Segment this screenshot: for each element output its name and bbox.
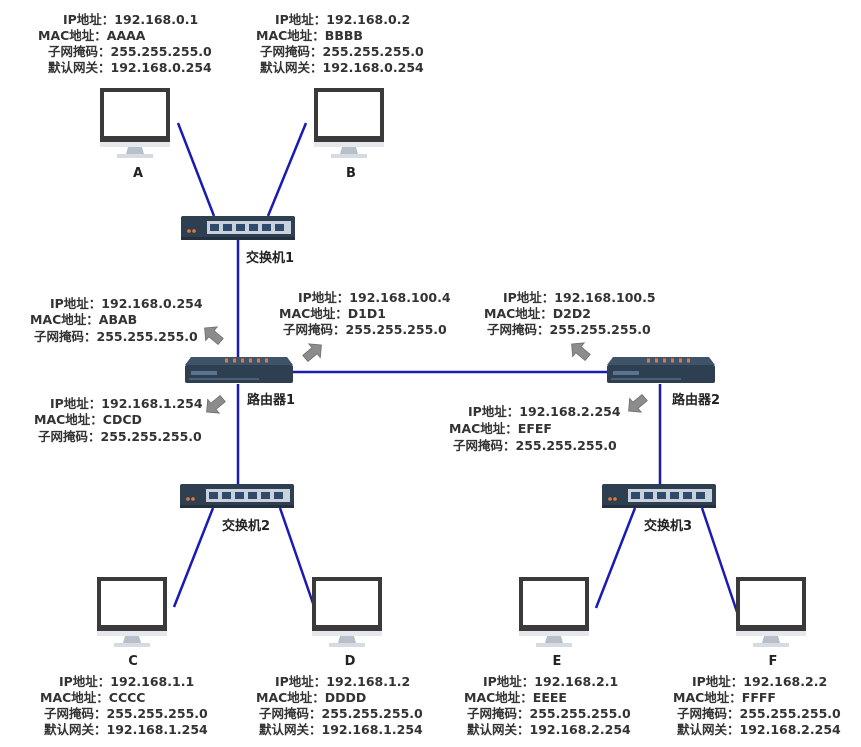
r2-left-mask: 子网掩码：255.255.255.0 (487, 322, 651, 337)
host-d-mac: MAC地址：DDDD (256, 690, 366, 705)
router-1-interface-up: IP地址：192.168.0.254 MAC地址：ABAB 子网掩码：255.2… (30, 296, 227, 349)
link-sw3-f (700, 507, 739, 613)
r1-down-mac: MAC地址：CDCD (34, 412, 142, 427)
r1-right-mask: 子网掩码：255.255.255.0 (283, 322, 447, 337)
host-e-mask: 子网掩码：255.255.255.0 (467, 706, 631, 721)
switch-2-label: 交换机2 (222, 518, 270, 534)
r1-down-ip: IP地址：192.168.1.254 (50, 396, 203, 411)
router-icon (185, 357, 293, 383)
computer-icon (519, 577, 589, 647)
r1-up-mask: 子网掩码：255.255.255.0 (34, 329, 198, 344)
switch-icon (602, 484, 716, 508)
host-c-mac: MAC地址：CCCC (40, 690, 145, 705)
host-c-label: C (128, 654, 138, 669)
router-2-interface-left: IP地址：192.168.100.5 MAC地址：D2D2 子网掩码：255.2… (484, 290, 656, 365)
host-b-label: B (346, 166, 356, 181)
r1-right-mac: MAC地址：D1D1 (279, 306, 386, 321)
host-a-mac: MAC地址：AAAA (38, 28, 146, 43)
links (172, 122, 739, 613)
host-a-mask: 子网掩码：255.255.255.0 (48, 44, 212, 59)
computer-icon (97, 577, 167, 647)
switch-icon (181, 216, 295, 240)
host-a-gateway: 默认网关：192.168.0.254 (48, 60, 212, 75)
computer-icon (312, 577, 382, 647)
host-a-ip: IP地址：192.168.0.1 (63, 12, 198, 27)
link-sw3-e (594, 507, 637, 609)
switch-icon (180, 484, 294, 508)
router-1[interactable]: 路由器1 (185, 357, 295, 408)
arrow-icon (299, 337, 328, 366)
host-b-mask: 子网掩码：255.255.255.0 (260, 44, 424, 59)
host-a[interactable]: A IP地址：192.168.0.1 MAC地址：AAAA 子网掩码：255.2… (38, 12, 212, 181)
switch-3-label: 交换机3 (644, 518, 692, 534)
host-f-ip: IP地址：192.168.2.2 (692, 674, 827, 689)
router-2-interface-down: IP地址：192.168.2.254 MAC地址：EFEF 子网掩码：255.2… (449, 390, 651, 453)
host-d-gateway: 默认网关：192.168.1.254 (259, 722, 423, 737)
r2-left-mac: MAC地址：D2D2 (484, 306, 591, 321)
host-c[interactable]: C IP地址：192.168.1.1 MAC地址：CCCC 子网掩码：255.2… (40, 577, 208, 737)
switch-1-label: 交换机1 (246, 250, 294, 266)
host-b[interactable]: B IP地址：192.168.0.2 MAC地址：BBBB 子网掩码：255.2… (256, 12, 424, 181)
host-c-gateway: 默认网关：192.168.1.254 (44, 722, 208, 737)
host-d-ip: IP地址：192.168.1.2 (275, 674, 410, 689)
host-b-gateway: 默认网关：192.168.0.254 (260, 60, 424, 75)
host-f[interactable]: F IP地址：192.168.2.2 MAC地址：FFFF 子网掩码：255.2… (673, 577, 841, 737)
host-d-label: D (345, 654, 356, 669)
arrow-icon (198, 320, 227, 349)
switch-2[interactable]: 交换机2 (180, 484, 294, 534)
router-1-label: 路由器1 (247, 392, 295, 408)
computer-icon (100, 88, 170, 158)
arrow-icon (200, 391, 229, 420)
host-e-ip: IP地址：192.168.2.1 (483, 674, 618, 689)
link-sw2-c (172, 507, 215, 608)
host-f-mask: 子网掩码：255.255.255.0 (677, 706, 841, 721)
r2-down-ip: IP地址：192.168.2.254 (468, 404, 621, 419)
router-2[interactable]: 路由器2 (607, 357, 720, 408)
host-e-gateway: 默认网关：192.168.2.254 (467, 722, 631, 737)
r1-up-ip: IP地址：192.168.0.254 (50, 296, 203, 311)
host-e-label: E (553, 654, 562, 669)
router-2-label: 路由器2 (672, 392, 720, 408)
router-1-interface-down: IP地址：192.168.1.254 MAC地址：CDCD 子网掩码：255.2… (34, 391, 229, 444)
router-1-interface-right: IP地址：192.168.100.4 MAC地址：D1D1 子网掩码：255.2… (279, 290, 451, 366)
host-c-ip: IP地址：192.168.1.1 (59, 674, 194, 689)
r1-up-mac: MAC地址：ABAB (30, 312, 137, 327)
link-a-sw1 (176, 122, 216, 217)
host-f-mac: MAC地址：FFFF (673, 690, 776, 705)
computer-icon (736, 577, 806, 647)
r2-down-mac: MAC地址：EFEF (449, 421, 552, 436)
arrow-icon (565, 336, 594, 365)
arrow-icon (622, 390, 651, 419)
router-icon (607, 357, 715, 383)
computer-icon (314, 88, 384, 158)
link-b-sw1 (266, 122, 308, 217)
host-f-gateway: 默认网关：192.168.2.254 (677, 722, 841, 737)
host-e[interactable]: E IP地址：192.168.2.1 MAC地址：EEEE 子网掩码：255.2… (464, 577, 631, 737)
host-c-mask: 子网掩码：255.255.255.0 (44, 706, 208, 721)
link-sw2-d (278, 507, 318, 613)
r1-right-ip: IP地址：192.168.100.4 (298, 290, 451, 305)
switch-1[interactable]: 交换机1 (181, 216, 295, 266)
r1-down-mask: 子网掩码：255.255.255.0 (38, 429, 202, 444)
r2-down-mask: 子网掩码：255.255.255.0 (453, 438, 617, 453)
host-f-label: F (769, 654, 778, 669)
r2-left-ip: IP地址：192.168.100.5 (503, 290, 656, 305)
switch-3[interactable]: 交换机3 (602, 484, 716, 534)
host-d[interactable]: D IP地址：192.168.1.2 MAC地址：DDDD 子网掩码：255.2… (256, 577, 423, 737)
host-b-mac: MAC地址：BBBB (256, 28, 363, 43)
host-a-label: A (133, 166, 143, 181)
host-b-ip: IP地址：192.168.0.2 (275, 12, 410, 27)
host-d-mask: 子网掩码：255.255.255.0 (259, 706, 423, 721)
host-e-mac: MAC地址：EEEE (464, 690, 567, 705)
